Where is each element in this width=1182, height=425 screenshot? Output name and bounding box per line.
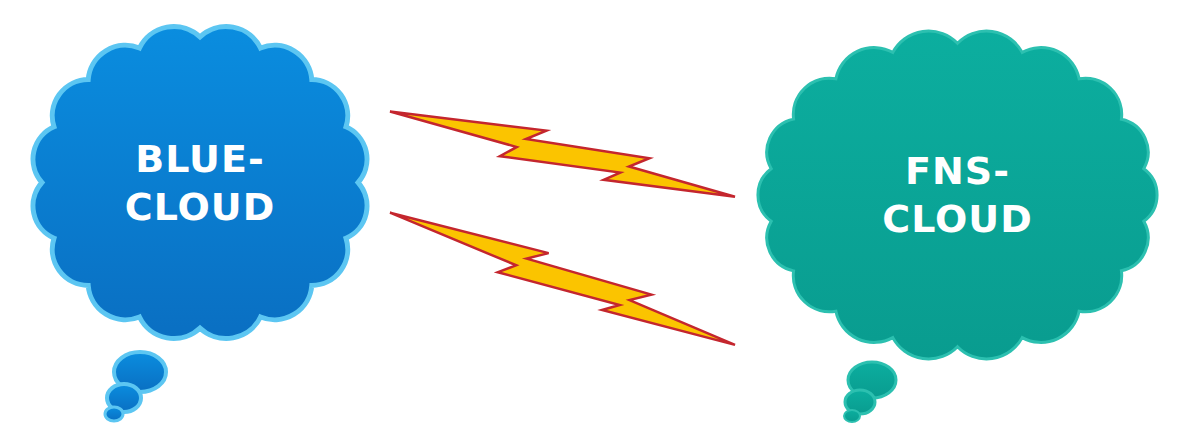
cloud-node: BLUE- CLOUD (10, 5, 390, 360)
cloud-outline (758, 31, 1157, 359)
thought-bubble-tail (844, 362, 896, 422)
lightning-bolt (390, 112, 735, 197)
cloud-node: FNS- CLOUD (735, 10, 1180, 380)
cloud-outline (33, 26, 367, 338)
cloud-label: BLUE- CLOUD (115, 135, 285, 231)
thought-bubble-tail (105, 352, 166, 421)
cloud-shape (735, 10, 1180, 380)
cloud-label: FNS- CLOUD (873, 147, 1043, 243)
cloud-shape (10, 5, 390, 360)
lightning-connector (390, 112, 735, 197)
lightning-bolt (390, 213, 735, 345)
lightning-connector (390, 213, 735, 345)
